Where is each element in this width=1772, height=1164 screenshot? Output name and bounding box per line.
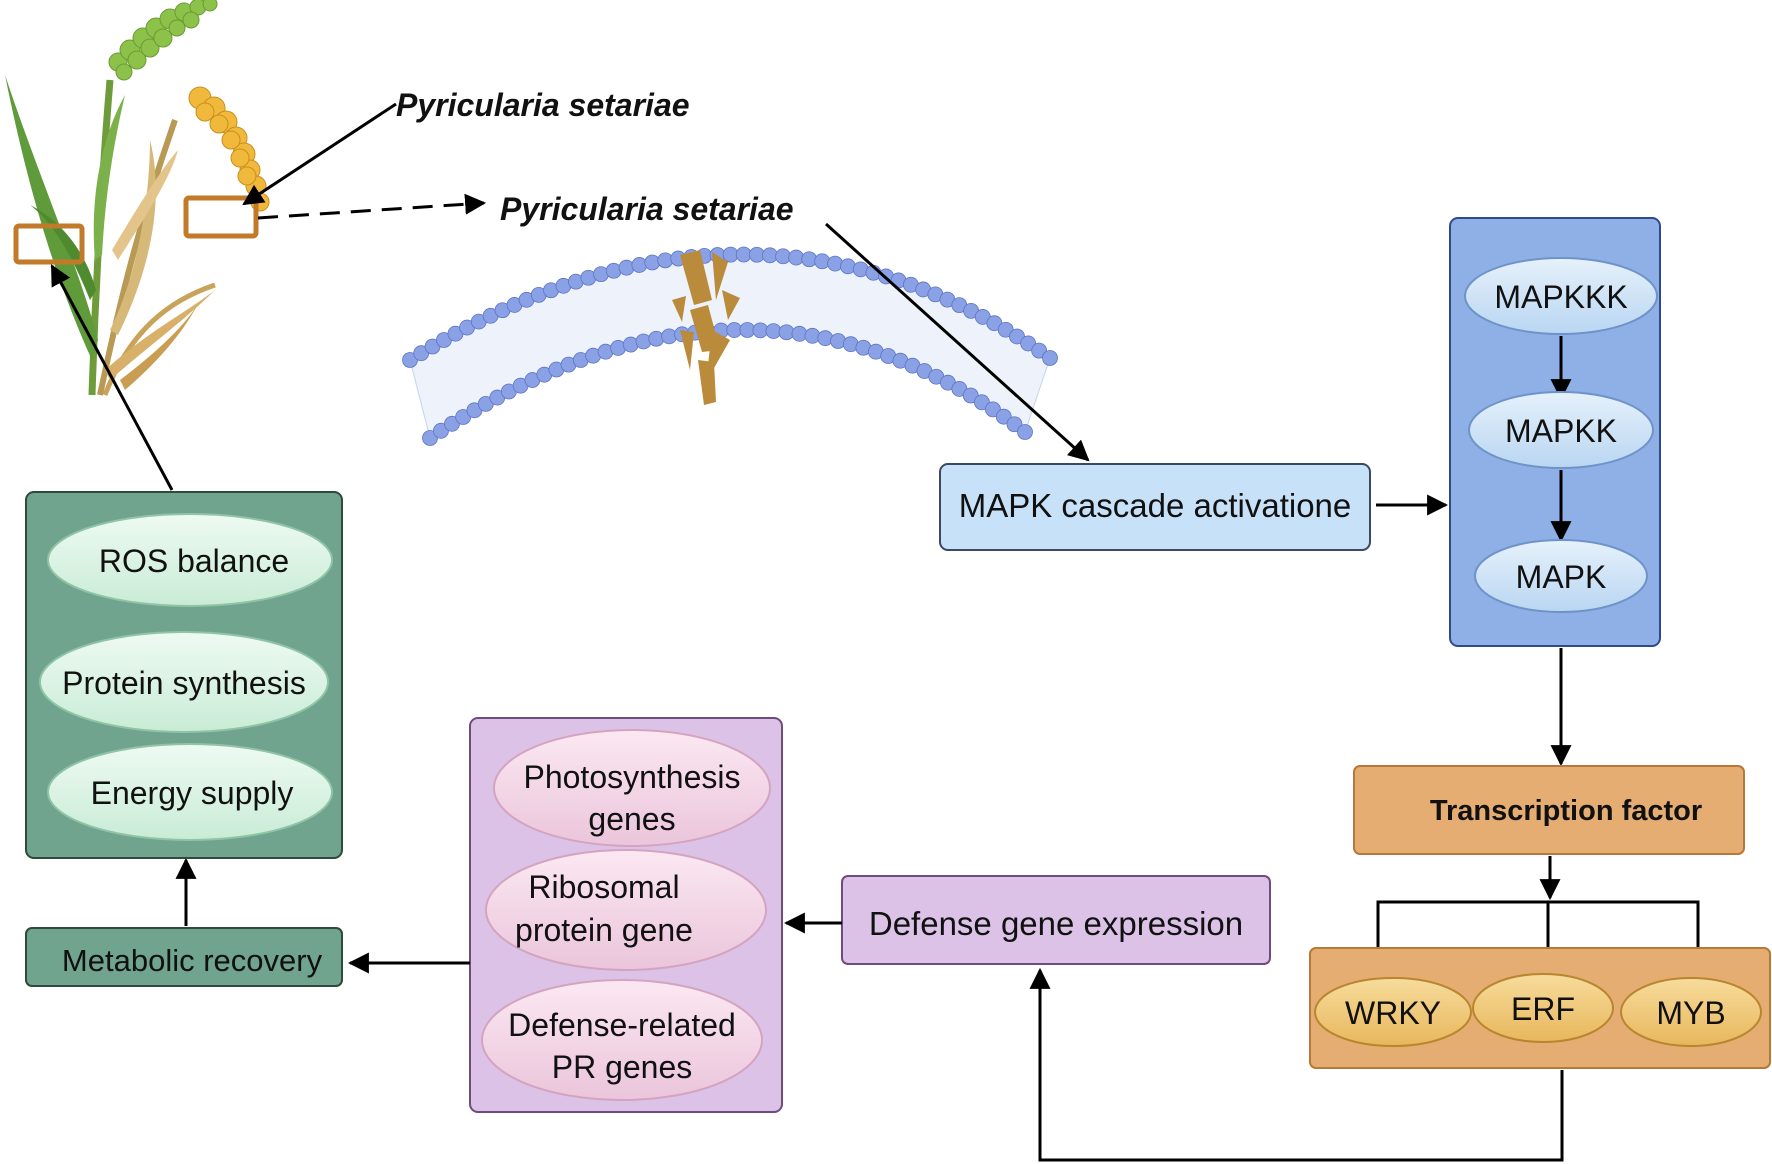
membrane-lipid-head [814, 253, 831, 270]
defense-pr-genes-line2: PR genes [552, 1049, 693, 1085]
membrane-lipid-head [1020, 335, 1037, 352]
wrky-oval [1314, 977, 1472, 1047]
membrane-lipid-head [644, 254, 661, 271]
mapkk-oval [1468, 391, 1654, 469]
membrane-lipid-head [817, 330, 834, 347]
membrane-lipid-head [422, 430, 438, 446]
photosynthesis-genes-line1: Photosynthesis [523, 759, 740, 795]
membrane-lipid-head [657, 252, 674, 269]
defense-expression-label: Defense gene expression [869, 905, 1243, 942]
transcription-factor-box [1353, 765, 1745, 855]
membrane-lipid-head [775, 248, 791, 265]
membrane-lipid-head [995, 408, 1012, 425]
membrane-lipid-head [985, 401, 1001, 418]
pathogen-label-top: Pyricularia setariae [396, 87, 690, 123]
defense-pr-genes-oval [481, 979, 763, 1101]
arrow-tf-to-defense-expression [1029, 967, 1564, 1162]
infection-site-box-right [183, 195, 259, 239]
ribosomal-protein-gene-line1: Ribosomal [528, 869, 679, 905]
arrow-outcomes-to-plant [50, 264, 174, 491]
membrane-lipid-head [827, 255, 843, 272]
myb-oval [1620, 977, 1762, 1047]
infection-site-box-left [13, 223, 85, 265]
mapk-activation-box [939, 463, 1371, 551]
arrow-pathogen-to-mapk-activation [824, 222, 1090, 462]
millet-plant-illustration [5, 0, 270, 396]
erf-oval [1472, 973, 1614, 1043]
mapk-activation-label: MAPK cascade activatione [959, 487, 1352, 524]
ros-balance-oval [47, 513, 333, 607]
mapkk-label: MAPKK [1505, 413, 1617, 449]
membrane-lipid-head [788, 249, 805, 266]
metabolic-recovery-label: Metabolic recovery [62, 943, 323, 978]
mapkkk-label: MAPKKK [1494, 279, 1627, 315]
membrane-lipid-head [648, 330, 665, 347]
wrky-label: WRKY [1345, 995, 1441, 1031]
ribosomal-protein-gene-oval [485, 849, 767, 971]
cell-membrane-illustration [402, 246, 1058, 446]
erf-label: ERF [1511, 991, 1575, 1027]
tf-branch-connector [1376, 900, 1700, 976]
membrane-lipid-head [801, 251, 818, 268]
protein-synthesis-label: Protein synthesis [62, 665, 306, 701]
membrane-lipid-head [1031, 342, 1048, 359]
defense-expression-box [841, 875, 1271, 965]
fungus-penetration-icon [672, 250, 740, 405]
arrow-pathogen-to-plant [242, 102, 397, 206]
mapk-label: MAPK [1516, 559, 1607, 595]
membrane-lipid-head [804, 327, 821, 344]
membrane-lipid-head [635, 333, 652, 350]
ribosomal-protein-gene-line2: protein gene [515, 912, 693, 948]
mapkkk-oval [1464, 257, 1658, 335]
membrane-lipid-head [791, 325, 808, 342]
energy-supply-oval [47, 743, 333, 841]
membrane-lipid-head [1017, 424, 1033, 440]
dashed-arrow-plant-to-pathogen [257, 193, 487, 220]
membrane-lipid-head [661, 328, 678, 345]
defense-pr-genes-line1: Defense-related [508, 1007, 736, 1043]
mapk-oval [1474, 539, 1648, 613]
pathogen-label-mid: Pyricularia setariae [500, 191, 794, 227]
energy-supply-label: Energy supply [91, 775, 294, 811]
ros-balance-label: ROS balance [99, 543, 289, 579]
membrane-lipid-head [618, 259, 635, 276]
membrane-lipid-head [1042, 350, 1058, 366]
photosynthesis-genes-line2: genes [588, 801, 675, 837]
transcription-factor-label: Transcription factor [1430, 795, 1702, 827]
protein-synthesis-oval [39, 631, 329, 733]
myb-label: MYB [1656, 995, 1725, 1031]
metabolic-recovery-box [25, 927, 343, 987]
membrane-lipid-head [778, 324, 795, 341]
membrane-lipid-head [631, 257, 648, 273]
membrane-lipid-head [762, 247, 778, 264]
photosynthesis-genes-oval [493, 729, 771, 847]
